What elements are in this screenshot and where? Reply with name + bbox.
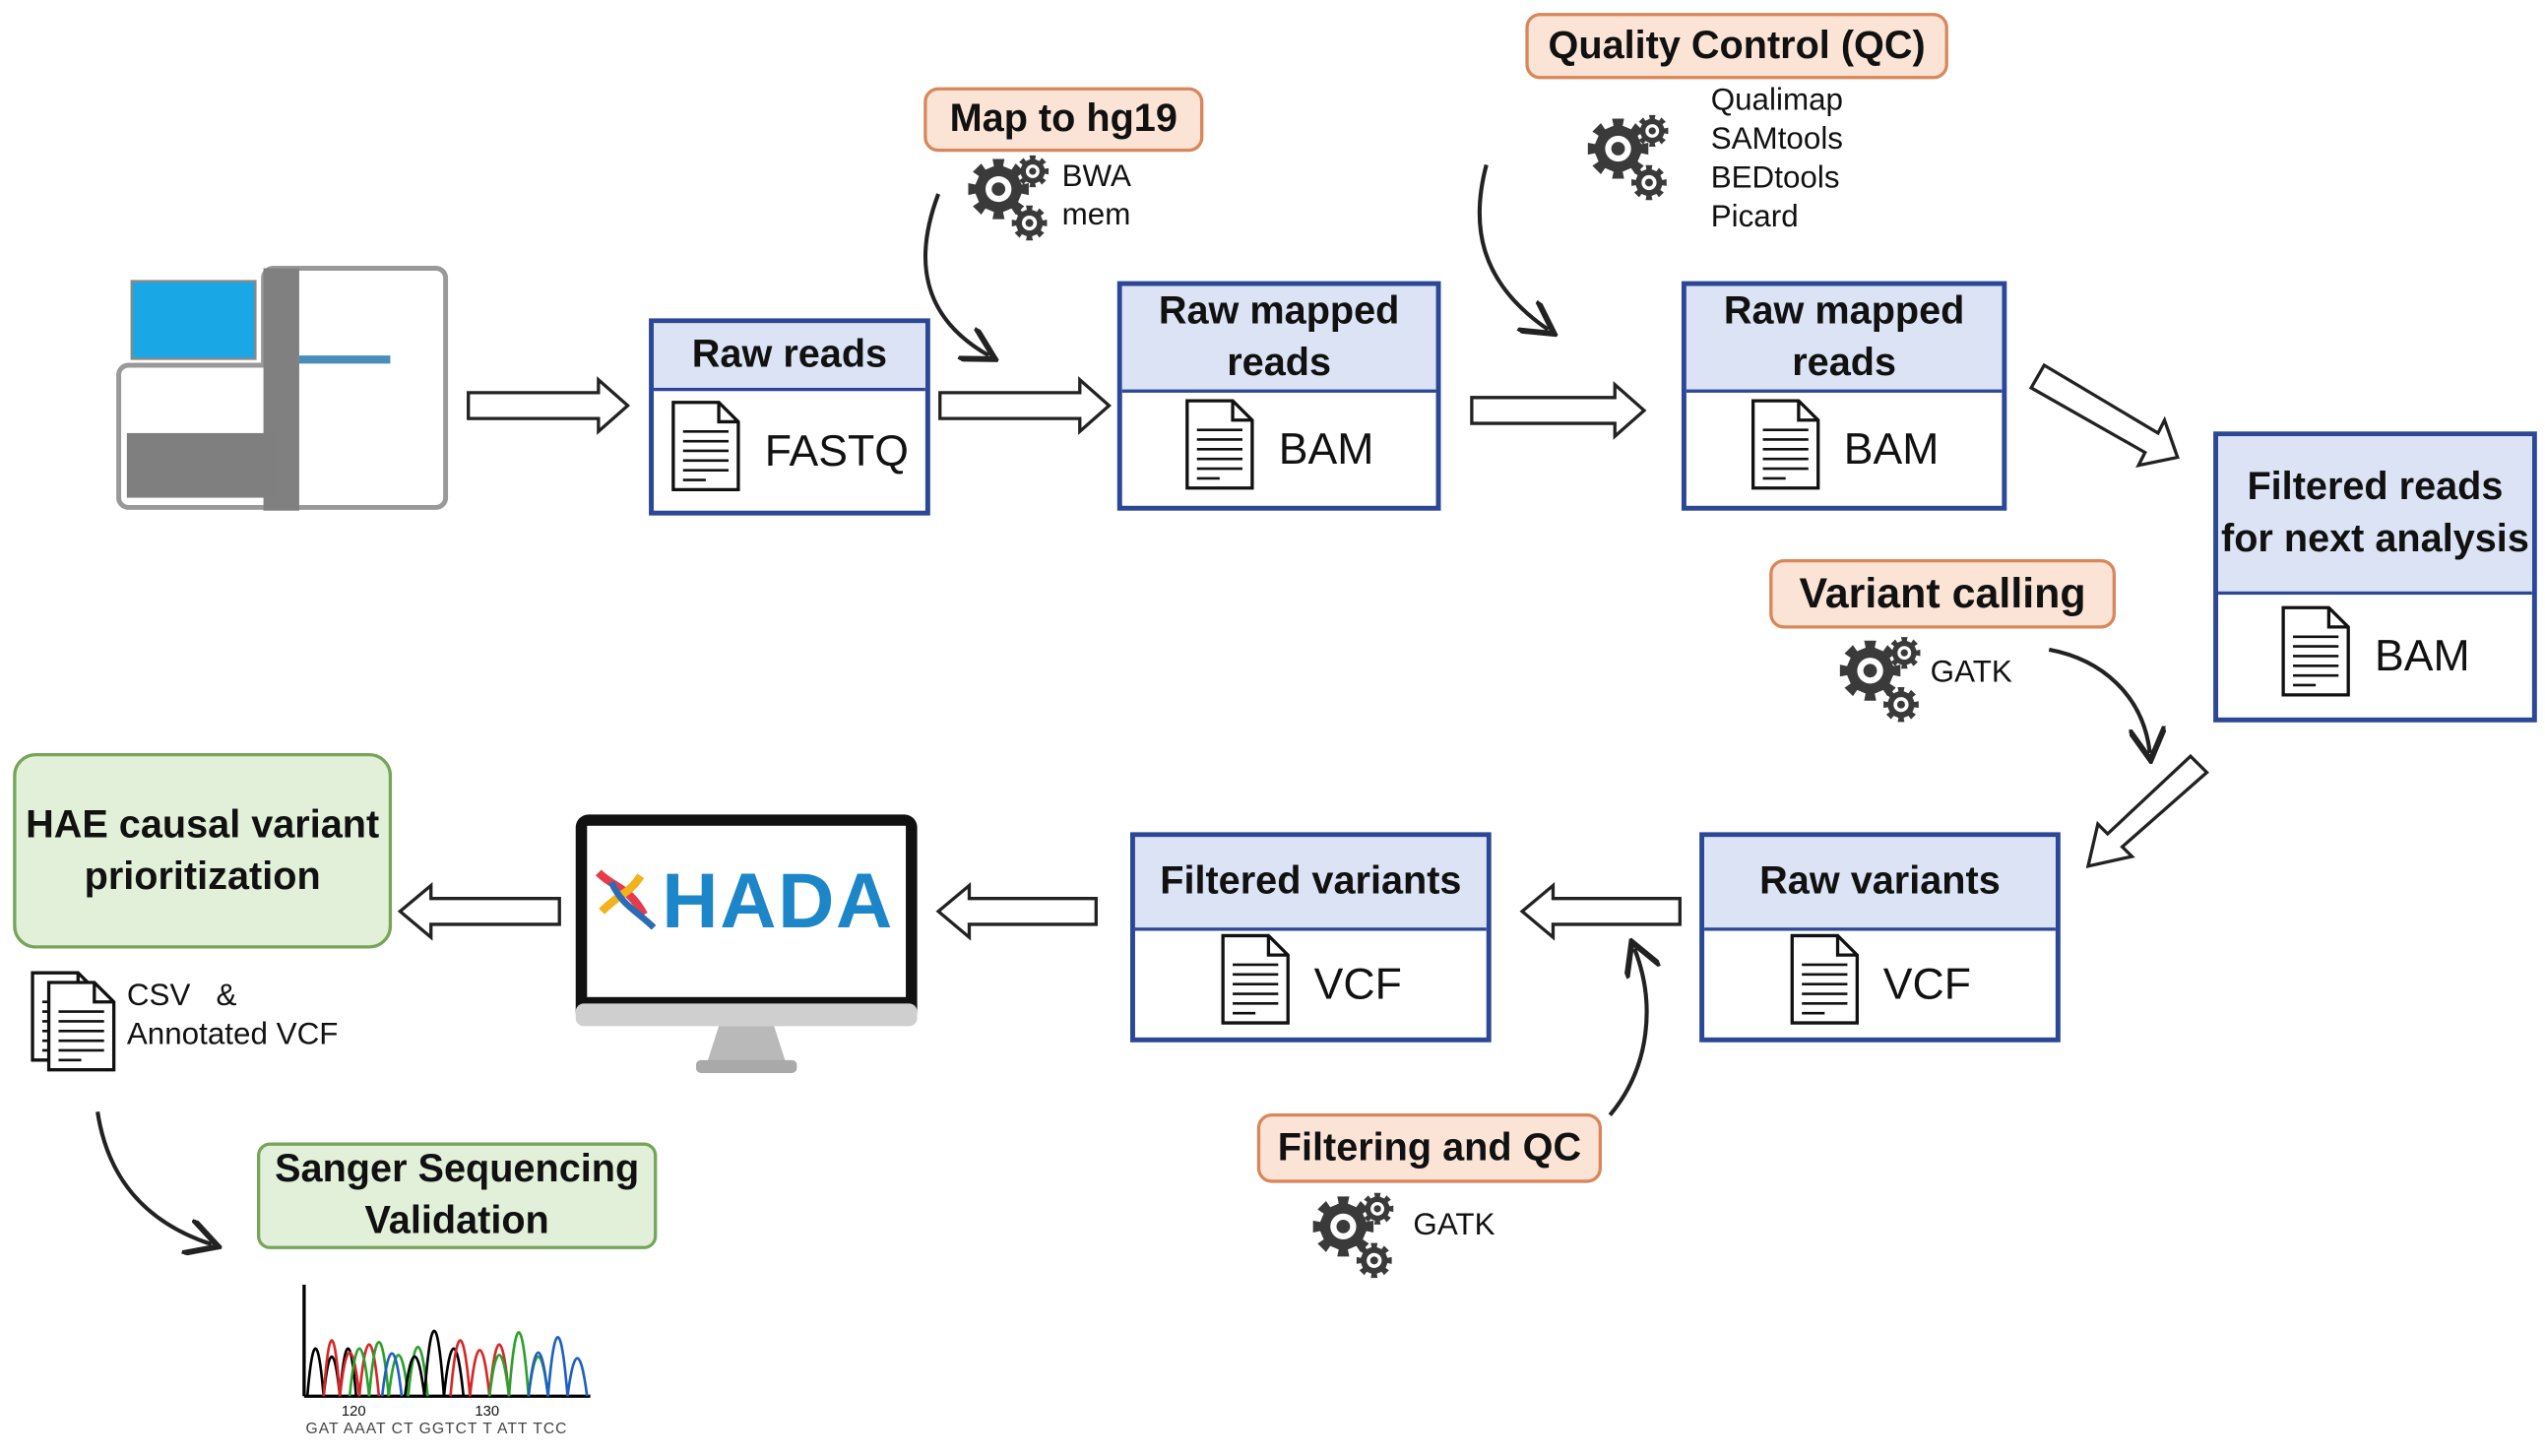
tool-picard: Picard (1710, 200, 1799, 235)
filtering-step-label: Filtering and QC (1256, 1112, 1603, 1183)
hae-outputs: CSV & Annotated VCF (126, 979, 339, 1052)
tool-samtools: SAMtools (1710, 122, 1844, 158)
tool-bwa: BWA (1061, 159, 1131, 194)
document-icon (1220, 931, 1292, 1037)
qc-step-label: Quality Control (QC) (1525, 13, 1948, 80)
documents-stack-icon (30, 970, 124, 1085)
sequencer-illustration (116, 266, 449, 511)
filtered-variants-box: Filtered variants VCF (1130, 832, 1492, 1043)
raw-mapped-reads-title-2: Raw mapped reads (1686, 285, 2003, 393)
hae-prioritization-box: HAE causal variant prioritization (13, 752, 393, 949)
tool-gatk-filtering: GATK (1413, 1208, 1495, 1243)
raw-reads-title: Raw reads (654, 323, 925, 392)
filtered-variants-format: VCF (1313, 959, 1402, 1008)
sanger-chromatogram (302, 1284, 591, 1398)
arrow-right-1 (467, 376, 631, 435)
gear-icon (1838, 635, 1930, 733)
chromatogram-tick-120: 120 (341, 1402, 366, 1420)
document-icon (1184, 397, 1256, 502)
variant-calling-step-label: Variant calling (1769, 558, 2116, 629)
document-icon (1789, 931, 1861, 1037)
filtered-reads-format: BAM (2375, 631, 2470, 680)
arrow-right-2 (938, 376, 1113, 435)
curve-arrow-qc (1477, 163, 1549, 329)
hada-logo-text: HADA (662, 859, 894, 946)
curve-arrow-map (923, 193, 988, 355)
arrow-left-2 (935, 882, 1098, 941)
raw-mapped-reads-title-1: Raw mapped reads (1121, 285, 1436, 393)
tool-bedtools: BEDtools (1710, 161, 1840, 196)
gear-icon (1586, 113, 1678, 212)
hada-monitor (575, 814, 918, 1073)
tool-mem: mem (1061, 198, 1131, 233)
chromatogram-tick-130: 130 (475, 1402, 500, 1420)
raw-mapped-reads-box-2: Raw mapped reads BAM (1681, 281, 2007, 511)
arrow-left-1 (1519, 882, 1682, 941)
gear-icon (966, 154, 1057, 252)
curve-arrow-sanger (95, 1111, 212, 1244)
arrow-diag-down-left (2085, 753, 2209, 869)
chromatogram-sequence: GAT AAAT CT GGTCT T ATT TCC (305, 1420, 568, 1438)
document-icon (2280, 603, 2352, 709)
raw-reads-box: Raw reads FASTQ (649, 318, 930, 516)
gear-icon (1310, 1191, 1402, 1290)
qc-tools: Qualimap SAMtools BEDtools Picard (1711, 83, 1843, 238)
document-icon (1750, 397, 1821, 502)
filtered-reads-title: Filtered reads for next analysis (2218, 436, 2532, 596)
raw-reads-format: FASTQ (764, 425, 909, 475)
map-tools: BWA mem (1062, 158, 1131, 236)
arrow-right-3 (1470, 381, 1647, 440)
arrow-left-3 (397, 882, 561, 941)
map-step-label: Map to hg19 (923, 87, 1204, 153)
raw-variants-box: Raw variants VCF (1699, 832, 2061, 1043)
raw-variants-title: Raw variants (1704, 837, 2056, 931)
arrow-diag-down (2028, 362, 2180, 469)
document-icon (670, 399, 742, 504)
filtered-variants-title: Filtered variants (1134, 837, 1487, 931)
curve-arrow-filter (1608, 949, 1646, 1116)
raw-mapped-reads-box-1: Raw mapped reads BAM (1116, 281, 1441, 511)
raw-mapped-format-1: BAM (1278, 423, 1374, 474)
tool-gatk-calling: GATK (1930, 656, 2012, 690)
tool-qualimap: Qualimap (1710, 84, 1844, 118)
curve-arrow-calling (2048, 647, 2149, 753)
filtered-reads-box: Filtered reads for next analysis BAM (2213, 431, 2537, 723)
raw-variants-format: VCF (1882, 959, 1971, 1008)
sanger-validation-box: Sanger Sequencing Validation (256, 1142, 658, 1249)
raw-mapped-format-2: BAM (1843, 423, 1940, 474)
